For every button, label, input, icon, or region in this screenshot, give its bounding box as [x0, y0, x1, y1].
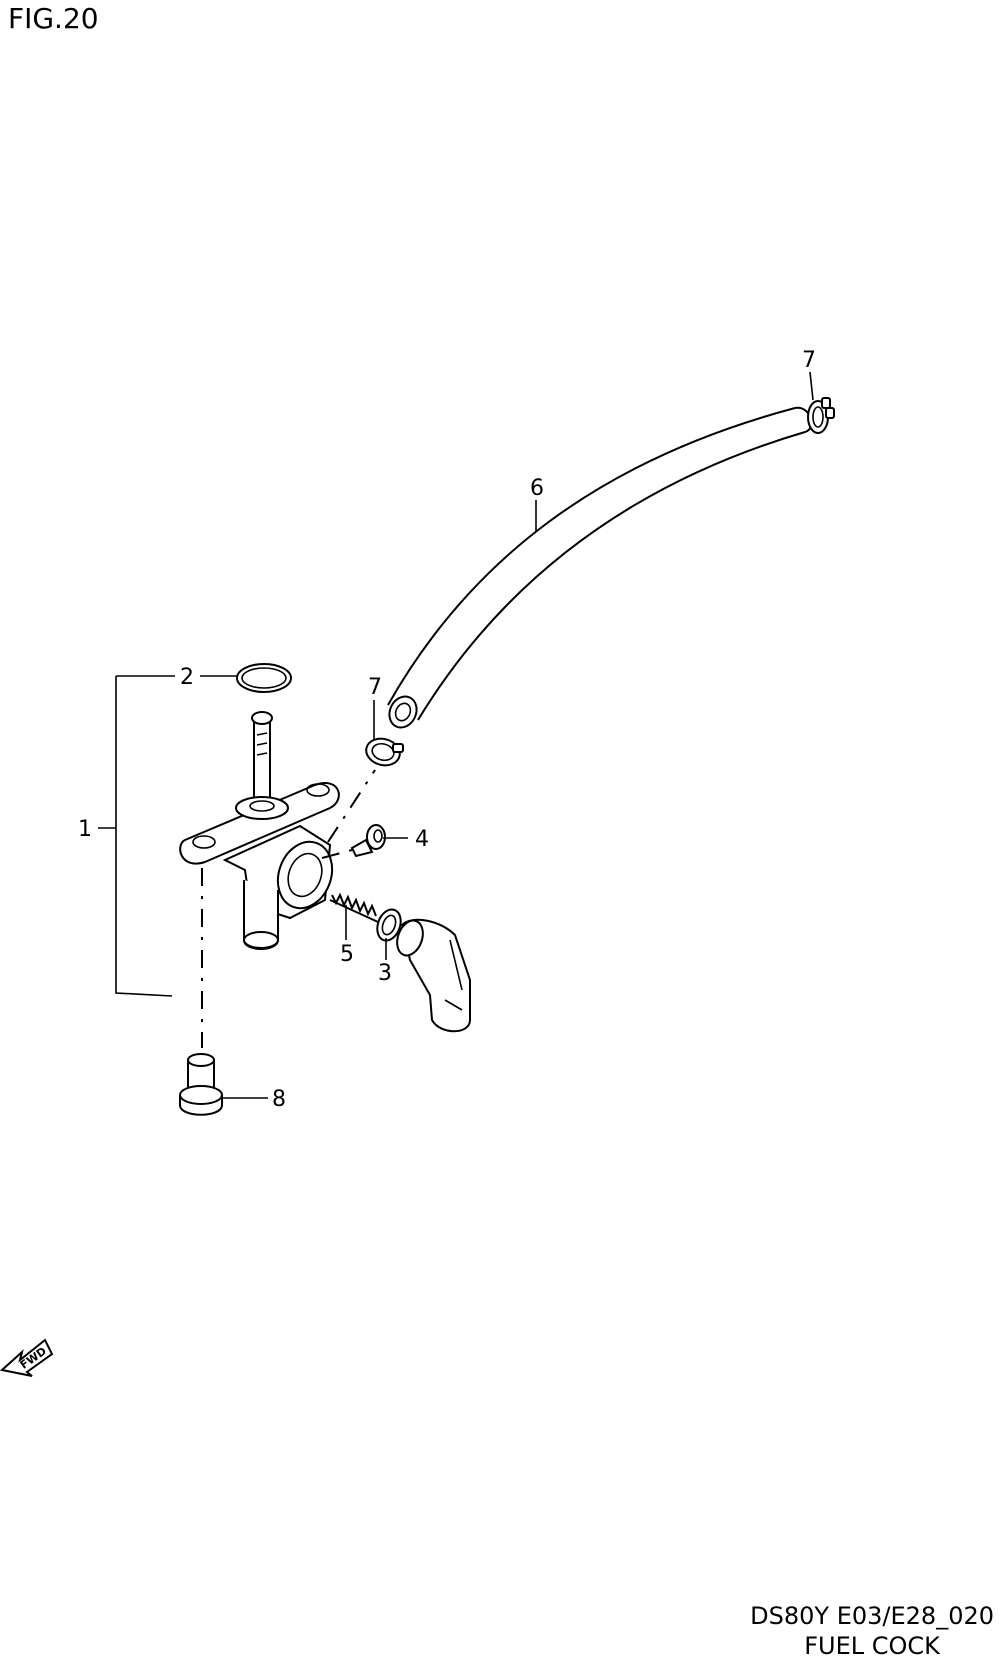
- callout-number: 2: [180, 665, 194, 690]
- hose-clamp-lower-part: [365, 737, 404, 767]
- bolt-part: [179, 1053, 223, 1116]
- diagram-name: FUEL COCK: [804, 1632, 940, 1660]
- spring-part: [329, 892, 379, 923]
- assembly-line-clamp: [327, 769, 376, 843]
- fuel-cock-body-part: [179, 711, 340, 950]
- callout-number: 6: [530, 476, 544, 501]
- callout-number: 3: [378, 961, 392, 986]
- diagram-code: DS80Y E03/E28_020: [750, 1602, 994, 1630]
- o-ring-valve-part: [376, 908, 402, 942]
- diagram-footer: DS80Y E03/E28_020 FUEL COCK: [750, 1601, 994, 1661]
- figure-title: FIG.20: [8, 2, 99, 35]
- callout-number: 8: [272, 1087, 286, 1112]
- fwd-arrow-icon: FWD: [0, 1338, 54, 1377]
- assembly-line-screw: [321, 849, 353, 859]
- fuel-hose-part: [387, 406, 813, 729]
- screw-part: [350, 824, 386, 858]
- callout-number: 5: [340, 942, 354, 967]
- hose-clamp-upper-part: [807, 397, 835, 434]
- callout-number: 7: [368, 675, 382, 700]
- o-ring-top-part: [236, 663, 292, 693]
- callout-number: 4: [415, 827, 429, 852]
- valve-lever-part: [396, 918, 471, 1033]
- callout-number: 1: [78, 817, 92, 842]
- callout-number: 7: [802, 348, 816, 373]
- leader-lines: [98, 371, 814, 1099]
